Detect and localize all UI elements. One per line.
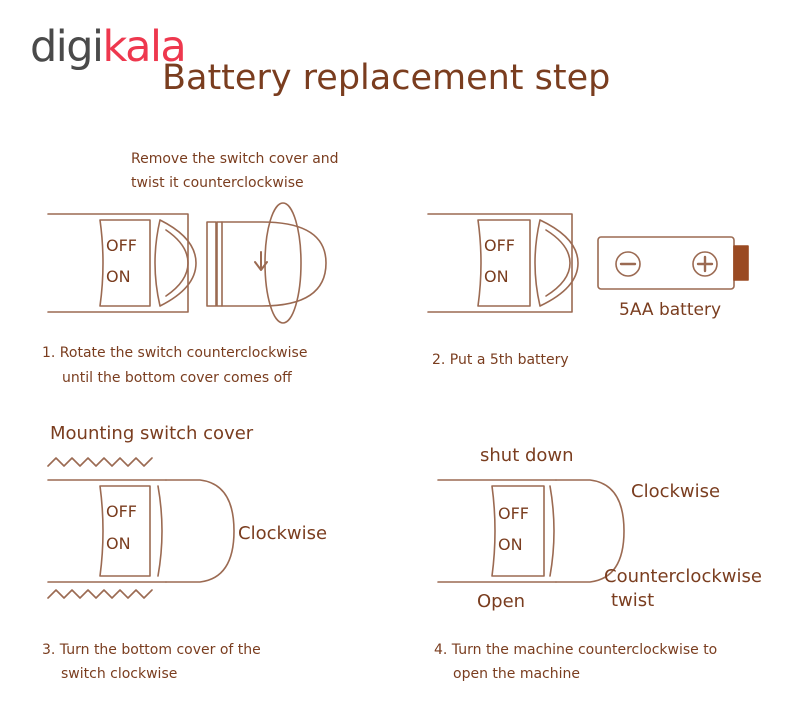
step2-switch-on-label: ON [484, 267, 509, 286]
step3-switch-off-label: OFF [106, 502, 137, 521]
step1-switch-off-label: OFF [106, 236, 137, 255]
step1-note-line2: twist it counterclockwise [131, 175, 304, 191]
step1-note-line1: Remove the switch cover and [131, 151, 339, 167]
step4-twist-label: twist [611, 590, 655, 611]
step3-device [47, 479, 235, 583]
step3-heading: Mounting switch cover [50, 423, 254, 444]
step1-caption-line1: 1. Rotate the switch counterclockwise [42, 345, 308, 361]
logo-part-digi: digi [30, 22, 104, 72]
battery-icon [597, 236, 749, 290]
step2-switch-off-label: OFF [484, 236, 515, 255]
step4-counterclockwise-label: Counterclockwise [604, 566, 762, 587]
logo-part-kala: kala [102, 22, 186, 72]
step4-caption-line2: open the machine [453, 666, 580, 682]
step4-switch-on-label: ON [498, 535, 523, 554]
step3-switch-on-label: ON [106, 534, 131, 553]
step4-clockwise-label: Clockwise [631, 481, 721, 502]
step3-zigzag-bottom [47, 589, 153, 599]
step4-caption-line1: 4. Turn the machine counterclockwise to [434, 642, 718, 658]
step3-caption-line2: switch clockwise [61, 666, 178, 682]
step1-removed-cap [206, 202, 327, 324]
step3-caption-line1: 3. Turn the bottom cover of the [42, 642, 261, 658]
digikala-logo: digikala [30, 26, 187, 69]
step3-clockwise-label: Clockwise [238, 523, 328, 544]
step4-shut-down-label: shut down [480, 445, 574, 466]
step1-caption-line2: until the bottom cover comes off [62, 370, 292, 386]
step4-device [437, 479, 625, 583]
battery-label: 5AA battery [619, 300, 721, 320]
step2-caption: 2. Put a 5th battery [432, 352, 569, 368]
step4-open-label: Open [477, 591, 526, 612]
step2-device-body [427, 213, 579, 313]
step3-zigzag-top [47, 457, 153, 467]
step1-switch-on-label: ON [106, 267, 131, 286]
step4-switch-off-label: OFF [498, 504, 529, 523]
step1-device-body [47, 213, 197, 313]
page-title: Battery replacement step [162, 58, 611, 98]
